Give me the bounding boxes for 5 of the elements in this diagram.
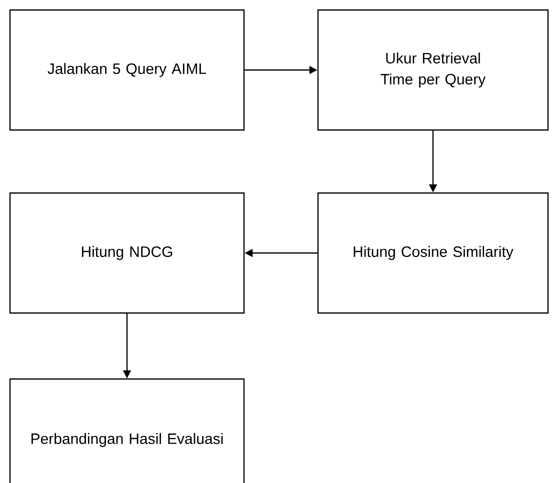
process-box: Hitung NDCG [9,192,245,314]
process-box: Ukur Retrieval Time per Query [317,9,549,131]
process-box: Perbandingan Hasil Evaluasi [9,378,245,483]
process-box: Jalankan 5 Query AIML [9,9,245,131]
process-box: Hitung Cosine Similarity [317,192,549,314]
